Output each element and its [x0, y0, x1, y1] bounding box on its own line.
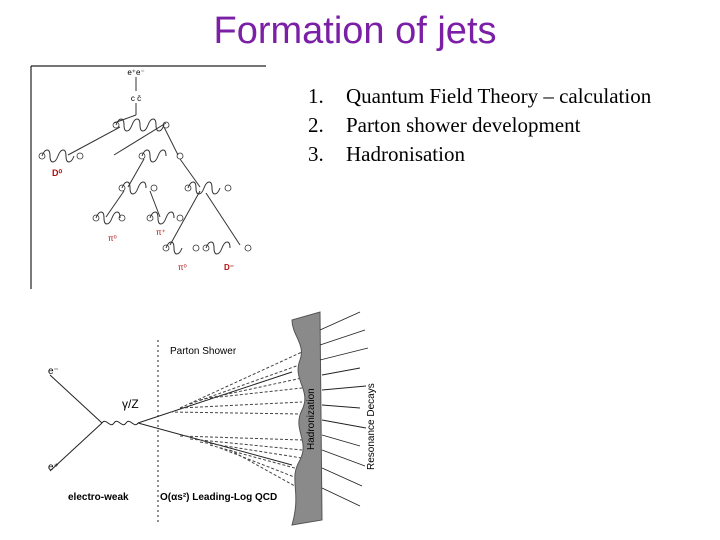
quark-jets — [137, 371, 293, 466]
pi0-meson-label: π⁰ — [178, 263, 187, 272]
boson-propagator — [101, 420, 139, 426]
gluon-line — [95, 211, 121, 225]
list-item: 1. Quantum Field Theory – calculation — [308, 82, 651, 111]
list-item: 3. Hadronisation — [308, 140, 651, 169]
gluon-lines — [41, 118, 231, 255]
gluon-line — [165, 241, 183, 255]
gluon-line — [115, 118, 165, 132]
gluon-line — [41, 149, 75, 163]
list-item: 2. Parton shower development — [308, 111, 651, 140]
process-steps-list: 1. Quantum Field Theory – calculation 2.… — [308, 82, 651, 169]
gluon-line — [121, 181, 147, 195]
incoming-electron-line — [49, 374, 103, 424]
boson-label: γ/Z — [122, 397, 139, 411]
list-item-text: Parton shower development — [346, 113, 581, 137]
leading-log-qcd-label: O(αs²) Leading-Log QCD — [160, 492, 277, 503]
pi-plus-meson-label: π⁺ — [156, 228, 166, 237]
quark-markers — [38, 121, 252, 252]
gluon-line — [141, 149, 167, 163]
electron-label: e⁻ — [48, 366, 59, 377]
gluon-line — [187, 181, 221, 195]
gluon-line — [205, 241, 231, 255]
parton-cascade-diagram: e⁺e⁻ c c̄ — [30, 63, 266, 289]
d0-meson-label: D⁰ — [52, 168, 62, 178]
resonance-decay-arrows — [319, 311, 369, 507]
cc-label: c c̄ — [131, 94, 141, 103]
list-item-number: 3. — [308, 142, 324, 166]
hadronization-band — [291, 311, 323, 526]
list-item-text: Quantum Field Theory – calculation — [346, 84, 652, 108]
list-item-text: Hadronisation — [346, 142, 465, 166]
pi0-meson-label: π⁰ — [108, 234, 117, 243]
list-item-number: 1. — [308, 84, 324, 108]
electroweak-label: electro-weak — [68, 492, 129, 503]
gluon-line — [149, 211, 175, 225]
parton-shower-lines — [169, 351, 303, 491]
parton-shower-label: Parton Shower — [170, 346, 237, 357]
ee-label: e⁺e⁻ — [127, 68, 144, 77]
page-title: Formation of jets — [213, 10, 497, 52]
quark-lines — [67, 114, 241, 246]
d-minus-meson-label: D⁻ — [224, 263, 234, 272]
incoming-positron-line — [49, 422, 103, 472]
hadronization-label: Hadronization — [306, 388, 317, 450]
resonance-decays-label: Resonance Decays — [366, 383, 377, 470]
positron-label: e⁺ — [48, 462, 59, 473]
jet-formation-diagram: e⁻ e⁺ γ/Z Hadronization — [48, 311, 377, 526]
list-item-number: 2. — [308, 113, 324, 137]
